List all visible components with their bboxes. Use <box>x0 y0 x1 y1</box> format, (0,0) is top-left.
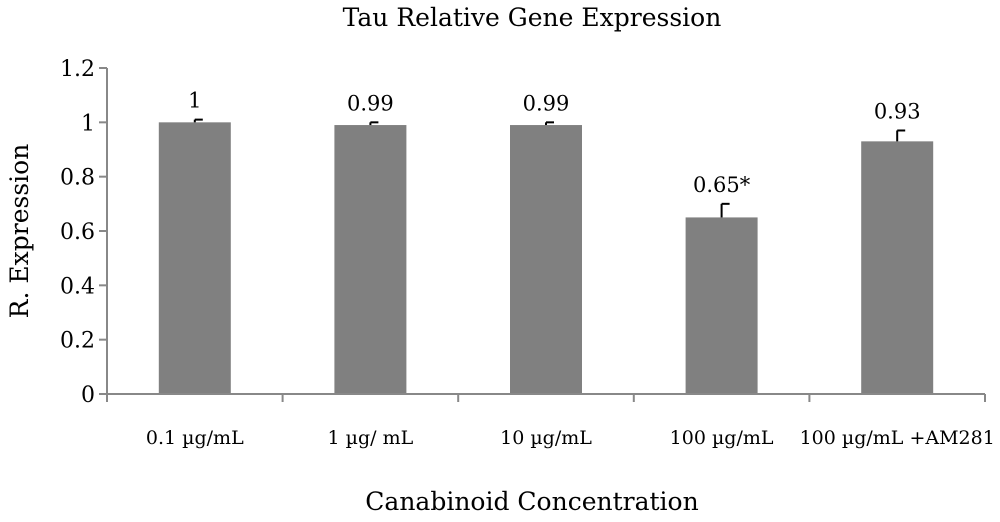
bars-group: 1 0.99 0.99 0.65* 0.93 <box>158 89 934 395</box>
bar <box>861 141 934 394</box>
x-axis-categories: 0.1 µg/mL 1 µg/ mL 10 µg/mL 100 µg/mL 100 µg… <box>106 394 995 449</box>
y-tick-label: 0 <box>81 383 95 408</box>
x-category-label: 1 µg/ mL <box>328 427 414 449</box>
x-category-label: 100 µg/mL <box>670 427 774 449</box>
y-tick-label: 1 <box>81 111 95 136</box>
x-axis-title: Canabinoid Concentration <box>365 487 698 516</box>
bar <box>685 217 758 394</box>
data-label: 0.99 <box>347 91 394 115</box>
y-tick-label: 1.2 <box>60 57 95 82</box>
x-category-label: 0.1 µg/mL <box>146 427 244 449</box>
x-category-label: 10 µg/mL <box>500 427 592 449</box>
y-axis-title: R. Expression <box>5 144 34 319</box>
data-label: 0.65* <box>693 173 751 197</box>
y-tick-label: 0.6 <box>60 220 95 245</box>
y-tick-label: 0.4 <box>60 274 95 299</box>
y-tick-label: 0.2 <box>60 329 95 354</box>
y-tick-label: 0.8 <box>60 166 95 191</box>
y-axis-ticks: 0 0.2 0.4 0.6 0.8 1 1.2 <box>60 57 107 408</box>
bar <box>158 122 231 394</box>
data-label: 0.99 <box>523 91 570 115</box>
data-label: 1 <box>188 89 201 113</box>
chart-title: Tau Relative Gene Expression <box>343 3 722 32</box>
data-label: 0.93 <box>874 99 921 123</box>
bar <box>334 125 407 395</box>
bar <box>510 125 582 395</box>
x-category-label: 100 µg/mL +AM281 <box>800 427 995 449</box>
